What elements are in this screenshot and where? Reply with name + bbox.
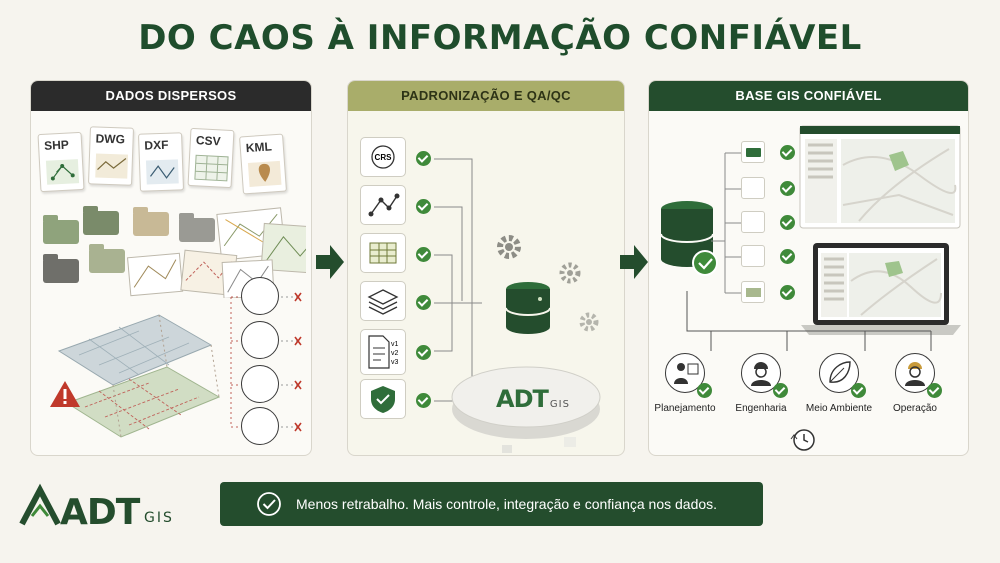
svg-text:v3: v3 <box>391 359 399 366</box>
check-icon <box>416 247 431 262</box>
panel-title-standardization: PADRONIZAÇÃO E QA/QC <box>348 81 624 111</box>
file-csv: CSV <box>187 127 235 189</box>
folder-icon <box>179 213 215 242</box>
check-icon <box>416 345 431 360</box>
lines-layer-icon <box>741 211 765 233</box>
file-kml: KML <box>239 133 287 195</box>
gear-icon <box>559 262 581 284</box>
panel-reliable-gis: BASE GIS CONFIÁVEL <box>648 80 969 456</box>
check-icon <box>697 383 712 398</box>
check-icon <box>780 181 795 196</box>
step-attribute-table <box>360 233 406 273</box>
role-label-operation: Operação <box>893 403 937 414</box>
gear-icon <box>497 235 521 259</box>
step-layers <box>360 281 406 321</box>
banner-text: Menos retrabalho. Mais controle, integra… <box>296 496 718 512</box>
database-icon <box>660 201 718 276</box>
folder-icon <box>133 207 169 236</box>
sync-icon <box>790 429 815 451</box>
check-icon <box>780 249 795 264</box>
check-icon <box>416 295 431 310</box>
misaligned-layers-illustration <box>57 314 221 438</box>
check-icon <box>780 145 795 160</box>
svg-text:v1: v1 <box>391 341 399 348</box>
warning-icon <box>50 381 80 407</box>
check-circle-icon <box>257 492 281 516</box>
environment-worker-icon <box>241 365 279 403</box>
file-shp: SHP <box>37 131 85 193</box>
role-label-engineering: Engenharia <box>735 403 787 414</box>
panel-standardization: PADRONIZAÇÃO E QA/QC CRS v1 v2 v3 <box>347 80 625 456</box>
points-layer-icon <box>741 177 765 199</box>
team-workflow-illustration <box>230 292 302 432</box>
gear-icon <box>579 312 599 332</box>
panel-title-reliable-gis: BASE GIS CONFIÁVEL <box>649 81 968 111</box>
file-dxf: DXF <box>138 132 184 192</box>
step-crs: CRS <box>360 137 406 177</box>
summary-banner: Menos retrabalho. Mais controle, integra… <box>220 482 763 526</box>
step-security <box>360 379 406 419</box>
check-icon <box>851 383 866 398</box>
svg-text:ADT: ADT <box>60 492 141 530</box>
folder-icon <box>83 206 119 235</box>
check-icon <box>416 199 431 214</box>
folder-icon <box>741 141 765 163</box>
branch-lines <box>711 152 743 294</box>
platform-illustration <box>451 366 601 453</box>
page-title: DO CAOS À INFORMAÇÃO CONFIÁVEL <box>138 18 862 58</box>
arrow-right-icon <box>316 245 344 279</box>
role-connector-lines <box>686 291 932 351</box>
file-dwg: DWG <box>88 126 134 186</box>
check-icon <box>927 383 942 398</box>
svg-text:GIS: GIS <box>144 510 174 526</box>
image-layer-icon <box>741 281 765 303</box>
database-icon <box>505 282 551 334</box>
svg-text:CRS: CRS <box>375 153 393 162</box>
connector-lines <box>434 158 482 402</box>
folder-icon <box>43 215 79 244</box>
table-layer-icon <box>741 245 765 267</box>
worker-icon <box>241 277 279 315</box>
brand-logo: ADT GIS <box>18 480 188 535</box>
operator-icon <box>241 407 279 445</box>
check-icon <box>773 383 788 398</box>
check-icon <box>416 151 431 166</box>
role-label-planning: Planejamento <box>654 403 716 414</box>
desktop-map-window <box>799 125 961 229</box>
arrow-right-icon <box>620 245 648 279</box>
step-versioning: v1 v2 v3 <box>360 329 406 375</box>
laptop-map <box>801 243 961 335</box>
worker-icon <box>741 353 781 393</box>
role-label-environment: Meio Ambiente <box>805 403 873 414</box>
office-worker-icon <box>241 321 279 359</box>
scattered-maps-illustration <box>127 207 306 298</box>
panel-scattered-data: DADOS DISPERSOS SHP DWG DXF CSV KML <box>30 80 312 456</box>
check-icon <box>780 285 795 300</box>
svg-text:v2: v2 <box>391 350 399 357</box>
step-geometry <box>360 185 406 225</box>
folder-icon <box>89 244 125 273</box>
folder-icon <box>43 254 79 283</box>
check-icon <box>416 393 431 408</box>
panel-title-scattered: DADOS DISPERSOS <box>31 81 311 111</box>
check-icon <box>780 215 795 230</box>
